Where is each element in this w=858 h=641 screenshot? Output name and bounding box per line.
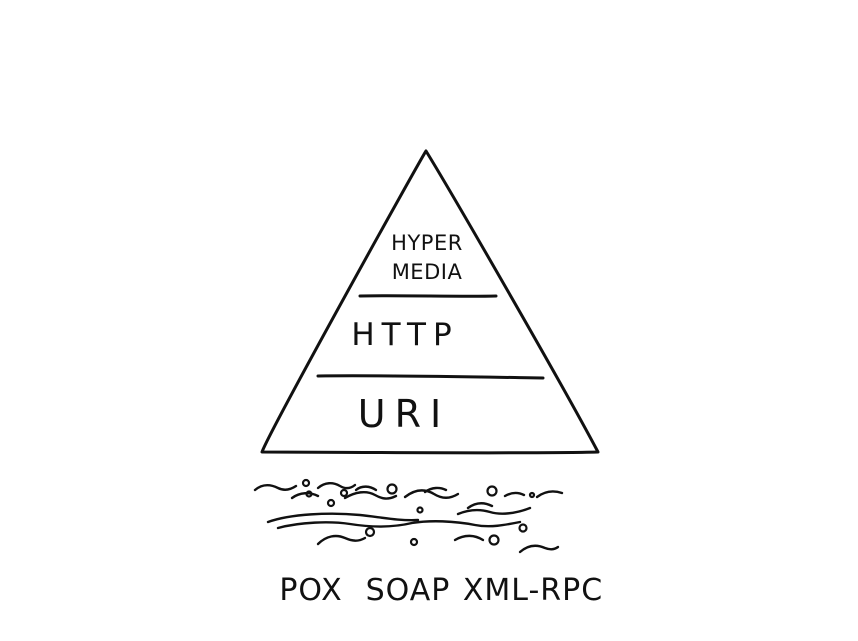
level-label-uri: URI — [358, 392, 450, 436]
swamp-wave — [466, 502, 494, 510]
swamp-wave — [518, 544, 560, 554]
swamp — [253, 478, 564, 554]
swamp-bubble — [409, 537, 419, 547]
swamp-wave — [456, 506, 532, 516]
swamp-wave — [423, 486, 448, 494]
swamp-bubble — [518, 523, 528, 533]
swamp-bubble — [364, 526, 376, 538]
level-hypermedia: HYPER MEDIA — [391, 231, 463, 284]
level-label-media: MEDIA — [392, 260, 463, 284]
swamp-bubble — [386, 483, 398, 495]
swamp-bubble — [305, 490, 313, 498]
swamp-label-soap: SOAP — [366, 573, 451, 608]
level-label-http: HTTP — [351, 317, 458, 353]
swamp-wave — [290, 492, 320, 500]
divider-hypermedia-http — [358, 294, 498, 298]
swamp-wave — [316, 482, 357, 490]
swamp-wave — [535, 490, 564, 499]
level-label-hyper: HYPER — [391, 231, 463, 255]
pyramid-outline — [260, 149, 600, 455]
swamp-bubble — [486, 485, 498, 497]
swamp-wave — [276, 520, 522, 530]
swamp-bubble — [416, 506, 424, 514]
swamp-wave — [266, 512, 420, 524]
swamp-wave — [503, 491, 526, 498]
swamp-bubble — [488, 534, 500, 546]
swamp-bubble — [339, 488, 349, 498]
swamp-wave — [253, 484, 298, 492]
swamp-bubble — [528, 491, 536, 499]
swamp-wave — [403, 489, 460, 499]
swamp-label-pox: POX — [279, 573, 342, 608]
swamp-bubble — [301, 478, 311, 488]
swamp-wave — [354, 485, 378, 492]
swamp-wave — [316, 534, 367, 546]
swamp-label-xml-rpc: XML-RPC — [463, 573, 603, 608]
swamp-bubble — [326, 498, 336, 508]
swamp-wave — [453, 534, 485, 542]
swamp-wave — [343, 490, 398, 500]
divider-http-uri — [316, 374, 545, 380]
